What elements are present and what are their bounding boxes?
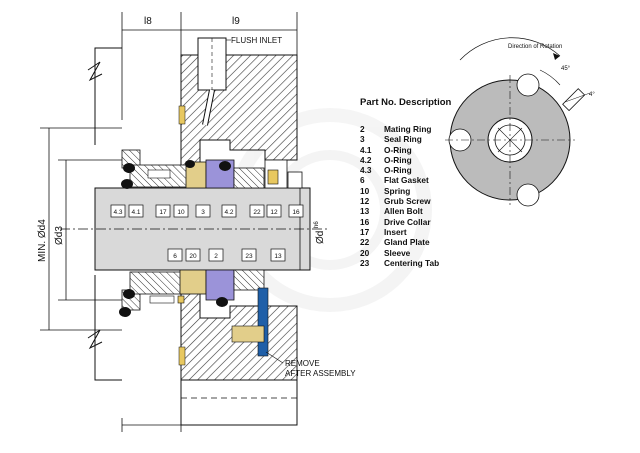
balloon-label: 20 — [189, 253, 197, 260]
dim-l9-label: l9 — [232, 16, 240, 27]
balloon-label: 4.2 — [224, 209, 233, 216]
part-number: 4.3 — [360, 165, 372, 176]
marker-lower — [178, 346, 186, 366]
parts-table-row: 17 Insert — [360, 227, 439, 237]
balloon-label: 23 — [245, 253, 253, 260]
balloon-label: 4.1 — [131, 209, 140, 216]
part-description: Flat Gasket — [384, 175, 429, 186]
balloon-label: 12 — [270, 209, 278, 216]
rotation-angle-label: 45° — [561, 66, 571, 72]
part-description: Spring — [384, 185, 411, 196]
parts-table-row: 4.2 O-Ring — [360, 155, 439, 165]
part-description: Seal Ring — [384, 134, 422, 145]
part-description: Sleeve — [384, 247, 411, 258]
part-number: 4.1 — [360, 144, 372, 155]
balloon-label: 17 — [159, 209, 167, 216]
part-number: 12 — [360, 196, 370, 207]
balloon-label: 4.3 — [113, 209, 122, 216]
part-description: O-Ring — [384, 165, 412, 176]
dim-d-h6-label: Ød — [315, 231, 326, 244]
lower-components — [119, 269, 269, 357]
part-number: 20 — [360, 247, 370, 258]
parts-table-row: 22 Gland Plate — [360, 237, 439, 247]
balloon-box — [167, 248, 183, 262]
balloons-lower: 6 20 2 23 13 — [167, 248, 286, 262]
parts-table-row: 4.1 O-Ring — [360, 145, 439, 155]
parts-table-row: 13 Allen Bolt — [360, 206, 439, 216]
balloon-box — [185, 248, 201, 262]
parts-table-row: 2 Mating Ring — [360, 124, 439, 134]
balloon-box — [128, 204, 144, 218]
balloons-upper: 4.3 4.1 17 10 3 4.2 22 12 16 — [110, 204, 304, 218]
parts-table-row: 10 Spring — [360, 186, 439, 196]
part-number: 3 — [360, 134, 365, 145]
part-number: 6 — [360, 175, 365, 186]
balloon-label: 22 — [253, 209, 261, 216]
parts-table-row: 23 Centering Tab — [360, 258, 439, 268]
parts-table-row: 12 Grub Screw — [360, 196, 439, 206]
parts-table-row: 20 Sleeve — [360, 248, 439, 258]
balloon-box — [241, 248, 257, 262]
part-number: 10 — [360, 185, 370, 196]
part-number: 16 — [360, 216, 370, 227]
part-description: Grub Screw — [384, 196, 431, 207]
rotation-angle-label-2: 4° — [589, 92, 595, 98]
balloon-label: 2 — [214, 253, 218, 260]
parts-table-row: 16 Drive Collar — [360, 217, 439, 227]
part-description: Drive Collar — [384, 216, 431, 227]
balloon-box — [155, 204, 171, 218]
part-description: Centering Tab — [384, 257, 440, 268]
part-description: O-Ring — [384, 154, 412, 165]
part-description: O-Ring — [384, 144, 412, 155]
marker-upper — [178, 105, 186, 125]
balloon-box — [249, 204, 265, 218]
part-number: 17 — [360, 226, 370, 237]
balloon-label: 10 — [177, 209, 185, 216]
balloon-label: 13 — [274, 253, 282, 260]
balloon-label: 6 — [173, 253, 177, 260]
balloon-label: 16 — [292, 209, 300, 216]
callout-flush-inlet: FLUSH INLET — [231, 36, 282, 45]
balloon-box — [173, 204, 189, 218]
dim-l8-label: l8 — [144, 16, 152, 27]
left-dimensions — [40, 127, 301, 331]
part-number: 23 — [360, 257, 370, 268]
part-description: Insert — [384, 226, 407, 237]
dim-min-d4-label: MIN. Ød4 — [37, 219, 48, 262]
gland-plate-lower — [180, 289, 298, 426]
dim-d3-label: Ød3 — [54, 226, 65, 245]
part-number: 2 — [360, 124, 365, 134]
part-number: 22 — [360, 237, 370, 248]
dim-d-h6-suffix: h6 — [314, 221, 320, 228]
balloon-label: 3 — [201, 209, 205, 216]
remove-leader — [265, 351, 284, 364]
parts-table-row: 4.3 O-Ring — [360, 165, 439, 175]
part-description: Gland Plate — [384, 237, 430, 248]
rotation-view — [445, 37, 591, 207]
part-number: 13 — [360, 206, 370, 217]
housing-wall — [87, 47, 122, 381]
balloon-box — [221, 204, 237, 218]
upper-components — [121, 159, 303, 189]
callout-remove: REMOVE — [285, 359, 320, 368]
balloon-box — [270, 248, 286, 262]
part-description: Allen Bolt — [384, 206, 423, 217]
gland-plate-upper — [180, 37, 298, 169]
parts-table-row: 3 Seal Ring — [360, 134, 439, 144]
callout-after-assembly: AFTER ASSEMBLY — [285, 369, 356, 378]
balloon-box — [266, 204, 282, 218]
balloon-box — [110, 204, 126, 218]
parts-table-header: Part No. Description — [360, 97, 452, 108]
part-description: Mating Ring — [384, 124, 432, 134]
balloon-box — [288, 204, 304, 218]
part-number: 4.2 — [360, 154, 372, 165]
balloon-box — [195, 204, 211, 218]
balloon-box — [208, 248, 224, 262]
parts-table-row: 6 Flat Gasket — [360, 175, 439, 185]
rotation-direction-label: Direction of Rotation — [508, 44, 562, 50]
